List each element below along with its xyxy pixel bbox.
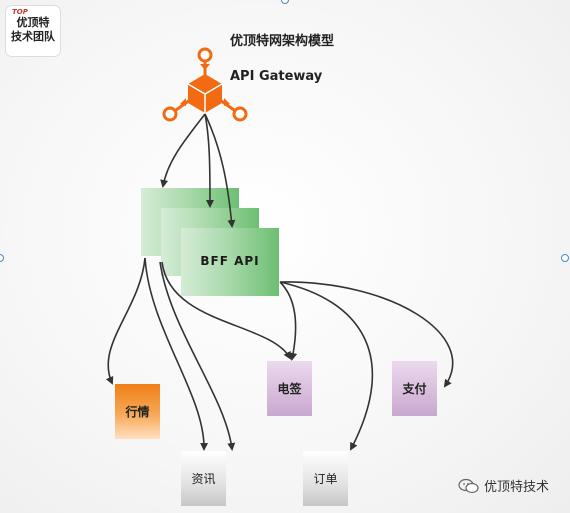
team-logo: TOP 优顶特 技术团队 bbox=[6, 6, 60, 56]
node-hangqing: 行情 bbox=[115, 384, 160, 439]
watermark-text: 优顶特技术 bbox=[484, 480, 550, 495]
wechat-icon bbox=[458, 478, 479, 493]
node-dianqian: 电签 bbox=[267, 361, 312, 416]
bff-box-front: BFF API bbox=[181, 228, 279, 296]
gateway-label: API Gateway bbox=[230, 69, 323, 84]
node-zixun: 资讯 bbox=[181, 451, 226, 506]
node-zhifu: 支付 bbox=[392, 361, 437, 416]
logo-mark: TOP bbox=[12, 8, 28, 16]
logo-line-2: 技术团队 bbox=[11, 30, 55, 43]
diagram-title: 优顶特网架构模型 bbox=[230, 34, 335, 49]
bff-label: BFF API bbox=[200, 254, 260, 268]
node-dingdan: 订单 bbox=[303, 451, 348, 506]
logo-line-1: 优顶特 bbox=[16, 16, 50, 29]
watermark: 优顶特技术 bbox=[458, 476, 549, 495]
selection-handle-right[interactable] bbox=[561, 254, 569, 262]
